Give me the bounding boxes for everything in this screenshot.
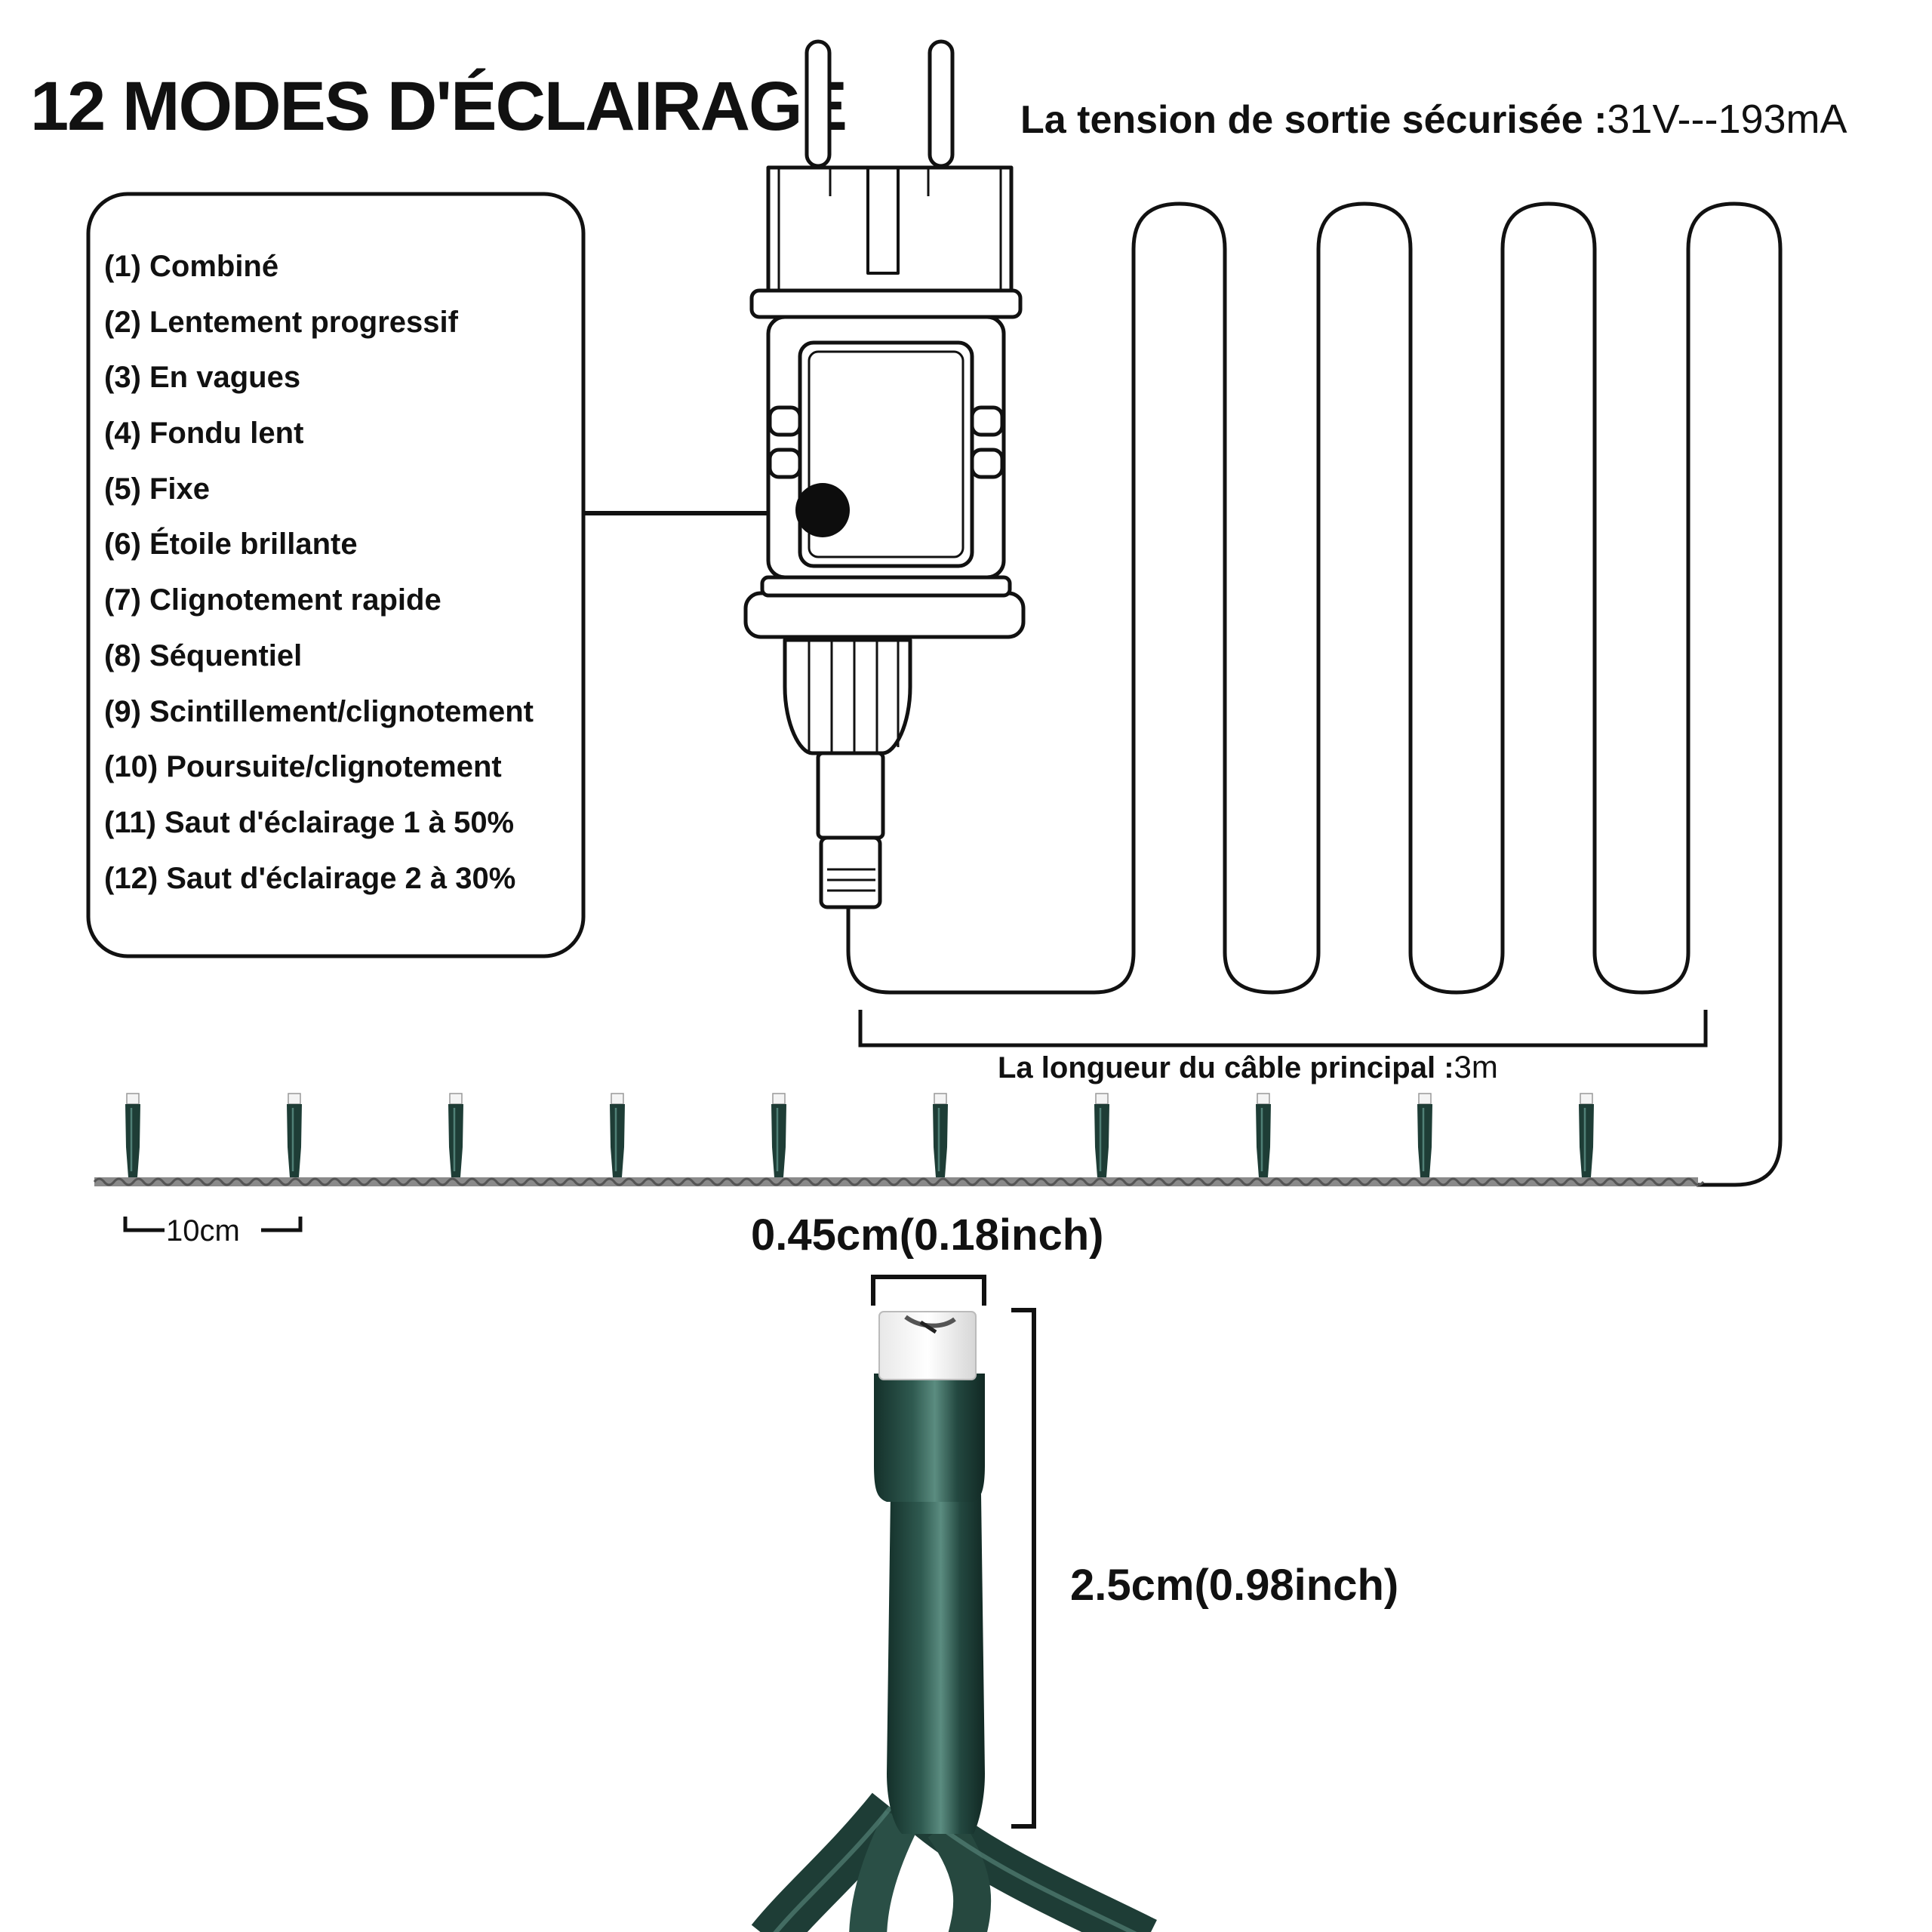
mode-item-5: (5) Fixe xyxy=(104,472,210,506)
mode-item-4: (4) Fondu lent xyxy=(104,417,303,450)
led-bulb-icon xyxy=(1094,1093,1109,1177)
led-bulb-icon xyxy=(771,1093,786,1177)
mode-button-icon xyxy=(795,483,850,537)
voltage-value: 31V---193mA xyxy=(1607,97,1847,142)
diagram-title: 12 MODES D'ÉCLAIRAGE xyxy=(30,67,846,145)
mode-item-8: (8) Séquentiel xyxy=(104,639,302,672)
mode-item-9: (9) Scintillement/clignotement xyxy=(104,695,534,728)
bulb-height-bracket xyxy=(1011,1308,1036,1829)
led-string-wire xyxy=(93,1177,1705,1186)
main-cable-line xyxy=(846,202,1783,1187)
voltage-text: La tension de sortie sécurisée :31V---19… xyxy=(1020,97,1847,142)
mode-item-7: (7) Clignotement rapide xyxy=(104,583,441,617)
led-bulb-icon xyxy=(1417,1093,1432,1177)
led-row xyxy=(125,1093,1594,1177)
cable-length-bracket xyxy=(858,1010,1708,1048)
mode-item-6: (6) Étoile brillante xyxy=(104,527,358,561)
cable-length-text: La longueur du câble principal :3m xyxy=(998,1049,1498,1084)
mode-item-3: (3) En vagues xyxy=(104,361,300,394)
bulb-width-bracket xyxy=(871,1275,986,1306)
mode-item-10: (10) Poursuite/clignotement xyxy=(104,750,502,783)
led-bulb-icon xyxy=(1579,1093,1594,1177)
bulb-height-label: 2.5cm(0.98inch) xyxy=(1070,1561,1398,1610)
plug-adapter-icon xyxy=(743,39,1026,909)
led-bulb-icon xyxy=(1256,1093,1271,1177)
led-bulb-icon xyxy=(287,1093,302,1177)
modes-list: (1) Combiné (2) Lentement progressif (3)… xyxy=(104,250,534,895)
voltage-label: La tension de sortie sécurisée : xyxy=(1020,98,1607,142)
led-bulb-icon xyxy=(610,1093,625,1177)
cable-length-value: 3m xyxy=(1454,1049,1498,1084)
led-bulb-icon xyxy=(125,1093,140,1177)
led-bulb-icon xyxy=(933,1093,948,1177)
bulb-width-label: 0.45cm(0.18inch) xyxy=(751,1211,1103,1260)
led-spacing-label: 10cm xyxy=(166,1214,240,1247)
mode-item-12: (12) Saut d'éclairage 2 à 30% xyxy=(104,862,515,895)
spacing-bracket xyxy=(123,1217,303,1232)
modes-box xyxy=(86,192,586,958)
led-bulb-icon xyxy=(448,1093,463,1177)
cable-length-label: La longueur du câble principal : xyxy=(998,1051,1454,1084)
led-bulb-closeup-icon xyxy=(751,1311,1157,1932)
mode-item-2: (2) Lentement progressif xyxy=(104,306,459,339)
mode-item-1: (1) Combiné xyxy=(104,250,278,283)
mode-item-11: (11) Saut d'éclairage 1 à 50% xyxy=(104,806,514,839)
